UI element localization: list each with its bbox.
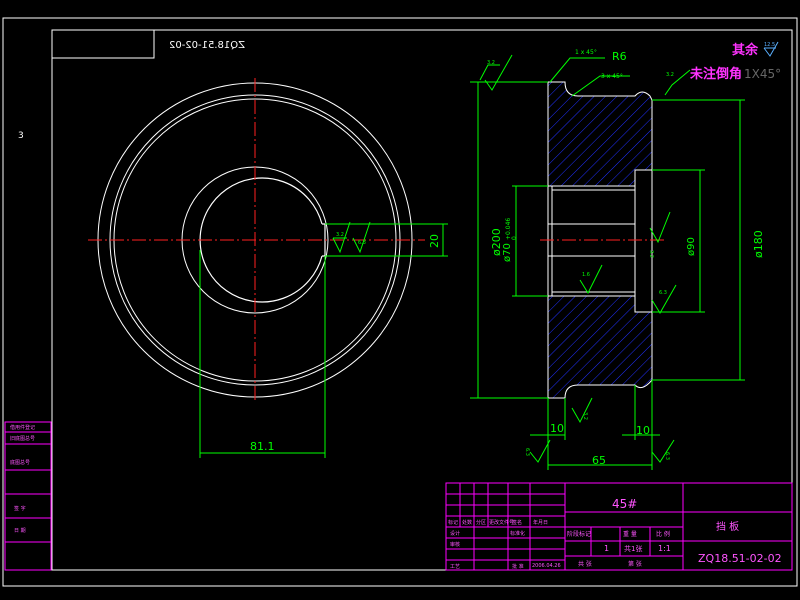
tb-zone: 分区 — [476, 519, 486, 526]
strip-item-4: 签 字 — [14, 505, 26, 512]
dim-dia-70-tol-upper: +0.046 — [505, 218, 512, 240]
tb-ymd: 年月日 — [533, 519, 548, 526]
tb-scale-label: 比 例 — [656, 530, 670, 538]
page-number: 3 — [18, 131, 24, 141]
dim-dia-200: ø200 — [490, 228, 503, 256]
tb-stage-label: 阶段标记 — [567, 530, 591, 538]
front-view — [88, 78, 425, 402]
rough-bottom-right: 6.3 — [664, 452, 670, 460]
sheet-border-inner — [51, 29, 793, 571]
note-chamfer-value: 1X45° — [744, 67, 781, 81]
note-rest-label: 其余 — [732, 42, 759, 58]
tb-sheet-label: 共 张 — [578, 560, 592, 568]
dim-20: 20 — [428, 234, 441, 248]
rough-key-1: 3.2 — [336, 232, 344, 238]
sheet-border-outer — [2, 17, 798, 587]
dim-dia-180: ø180 — [752, 230, 765, 258]
bore-keyway — [199, 177, 326, 303]
rough-right-mid: 3.2 — [648, 250, 654, 258]
dim-81-1: 81.1 — [250, 440, 275, 453]
tb-part-name: 挡 板 — [716, 520, 739, 533]
strip-item-2: 旧底图总号 — [10, 435, 35, 442]
front-dims — [199, 221, 448, 458]
tb-count: 处数 — [462, 519, 472, 526]
title-block — [445, 482, 793, 571]
section-dims — [470, 54, 745, 470]
tb-date: 2006.04.26 — [532, 563, 561, 569]
tb-review: 审核 — [450, 541, 460, 548]
tb-sign: 签名 — [512, 519, 522, 526]
section-view — [540, 81, 664, 399]
note-rest-value: 12.5 — [764, 42, 775, 48]
dim-dia-90: ø90 — [686, 237, 697, 256]
tb-standardization: 标准化 — [510, 530, 525, 537]
strip-item-3: 底图总号 — [10, 459, 30, 466]
tb-page-label: 第 张 — [628, 560, 642, 568]
strip-item-5: 日 期 — [14, 528, 26, 534]
dim-10-left: 10 — [550, 422, 564, 435]
strip-item-1: 借用件登记 — [10, 424, 35, 431]
tb-mark: 标记 — [448, 519, 458, 526]
dim-65: 65 — [592, 454, 606, 467]
note-rest-symbol — [763, 41, 779, 57]
note-chamfer-label: 未注倒角 — [689, 66, 742, 82]
section-lower — [547, 295, 653, 399]
tb-process: 工艺 — [450, 564, 460, 570]
rough-bottom-left: 6.3 — [524, 448, 530, 456]
rough-top-left: 3.2 — [487, 60, 495, 66]
rough-key-2: 6.3 — [358, 240, 366, 246]
tb-sheet-count: 共1张 — [624, 544, 642, 553]
rough-bottom-mid: 3.2 — [582, 412, 588, 420]
left-strip-table — [4, 421, 52, 571]
tb-scale: 1:1 — [658, 544, 671, 553]
rough-top-right: 3.2 — [666, 72, 674, 78]
dim-dia-70-tol-lower: 0 — [511, 236, 518, 240]
fillet-r6: R6 — [612, 50, 627, 63]
tb-drawing-no: ZQ18.51-02-02 — [698, 552, 782, 565]
tb-change-doc: 更改文件号 — [489, 519, 514, 526]
tb-approval: 批 准 — [512, 563, 524, 570]
mirrored-number-box — [51, 29, 155, 59]
rough-bore: 1.6 — [582, 272, 590, 278]
mirrored-drawing-number: ZQ18.51-02-02 — [169, 40, 245, 51]
section-upper — [547, 81, 653, 187]
rough-right-low: 6.3 — [659, 290, 667, 296]
tb-designer: 设计 — [450, 530, 460, 537]
dim-10-right: 10 — [636, 424, 650, 437]
chamfer-label-1: 1 x 45° — [575, 49, 597, 56]
tb-material: 45# — [612, 497, 637, 511]
chamfer-label-2: 3 x 45° — [601, 73, 623, 80]
tb-weight-label: 重 量 — [623, 530, 637, 538]
dim-dia-70: ø70 — [502, 243, 513, 262]
tb-quantity: 1 — [604, 544, 609, 553]
